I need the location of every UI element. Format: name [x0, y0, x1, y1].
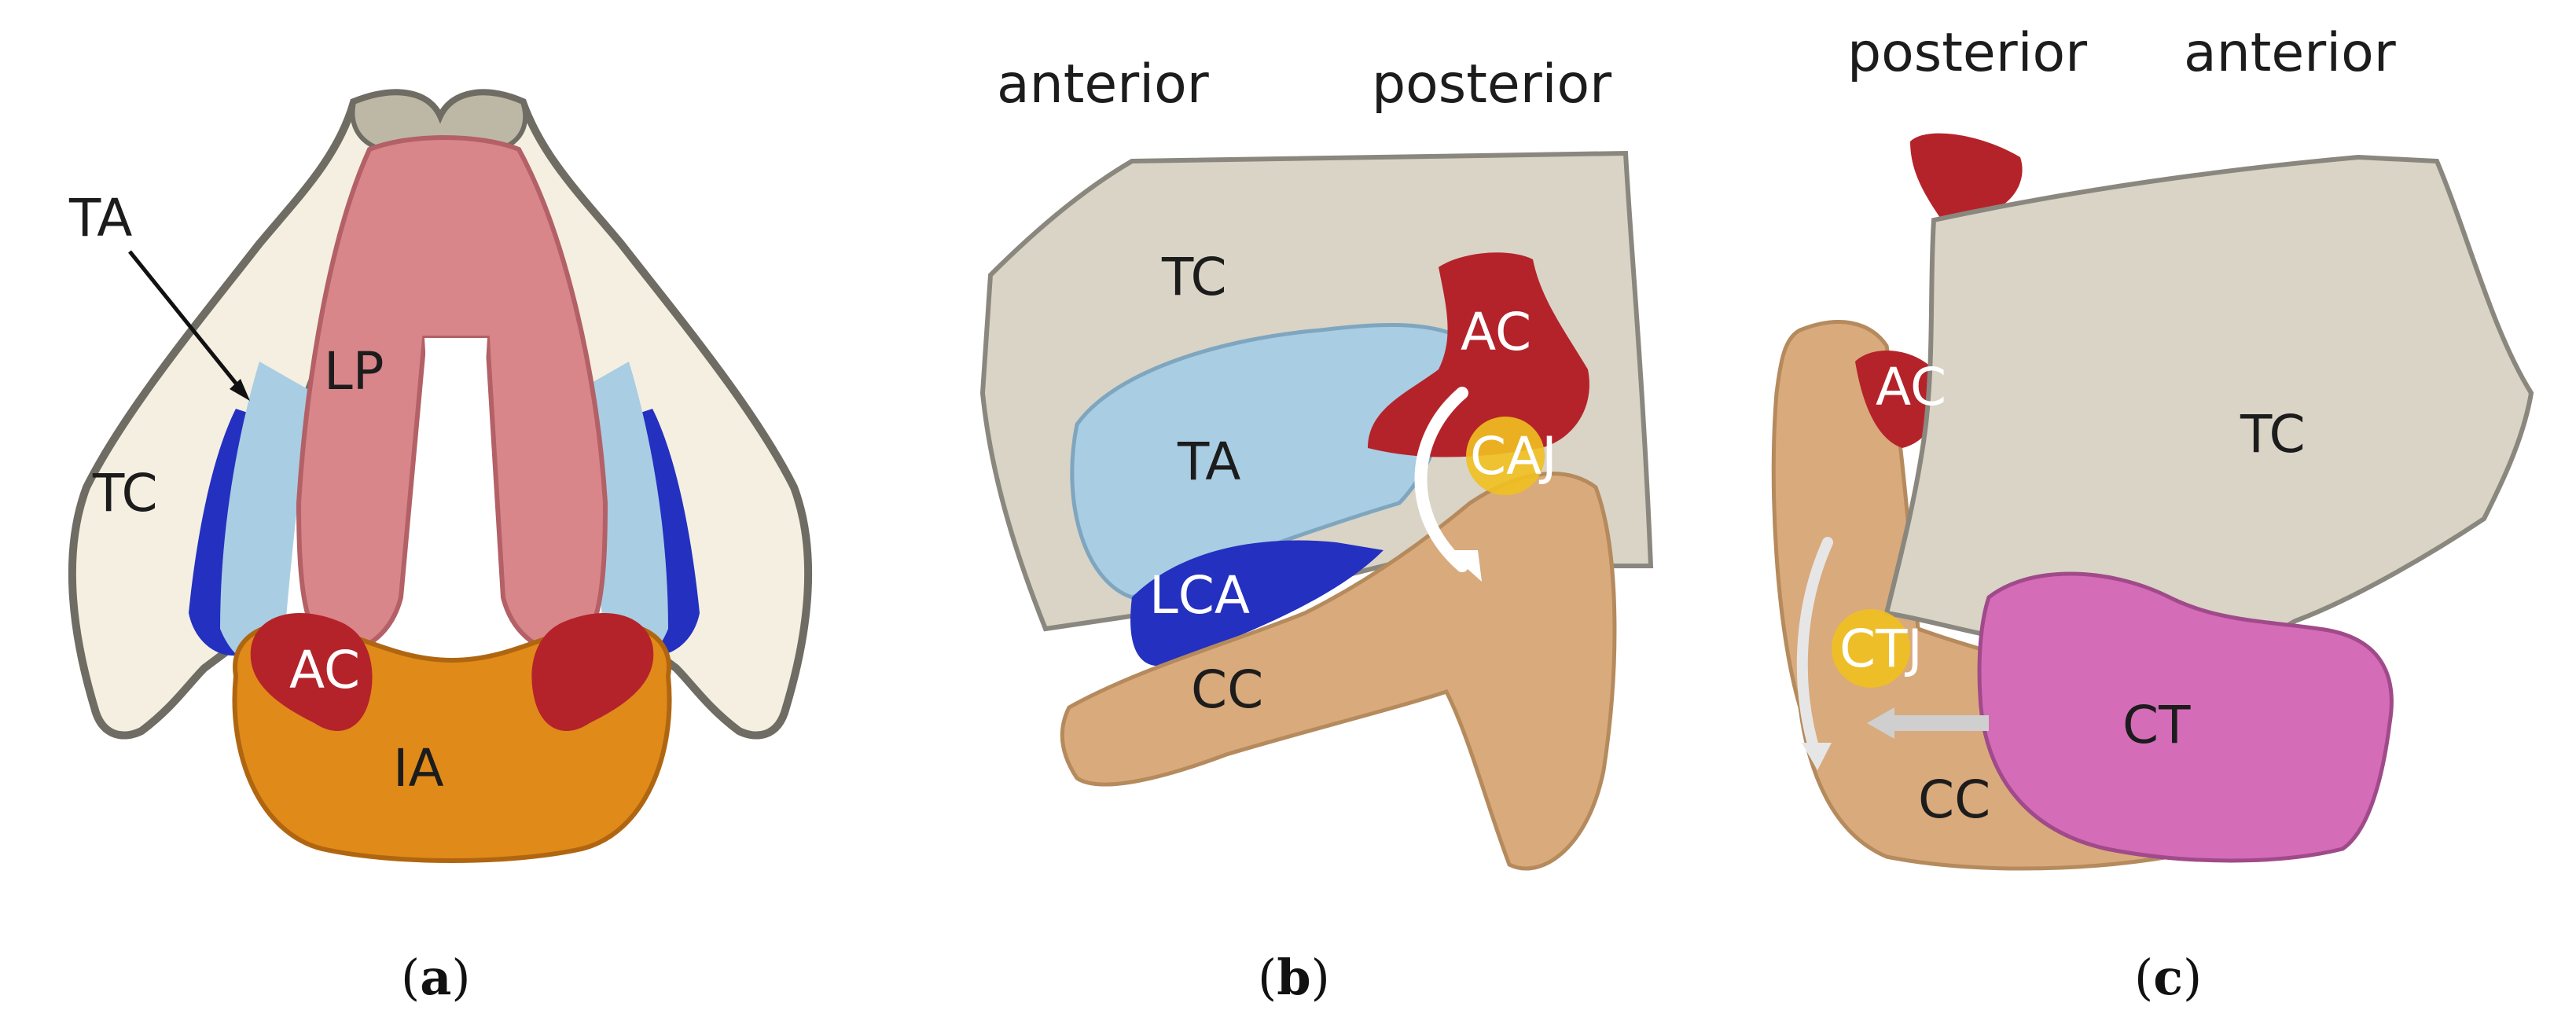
panel-b-label-tc: TC	[1161, 247, 1227, 307]
panel-b-arytenoid	[1368, 252, 1589, 457]
panel-c-ctj-joint	[1832, 609, 1910, 688]
panel-c-arytenoid-top	[1910, 133, 2023, 220]
panel-b-label-lca: LCA	[1149, 565, 1250, 626]
panel-c-caption: (c)	[2134, 949, 2202, 1006]
panel-a-glottis	[424, 338, 487, 597]
panel-a-ta-pointer-head	[230, 379, 250, 401]
panel-c-label-ctj: CTJ	[1839, 619, 1923, 679]
panel-a: TA TC LP AC IA	[68, 89, 813, 863]
panel-b-orientation-left: anterior	[997, 53, 1209, 116]
panel-a-label-ac: AC	[289, 640, 360, 700]
panel-a-label-ia: IA	[393, 738, 444, 799]
panel-c-label-ac: AC	[1876, 357, 1946, 417]
panel-c-thyroid-cartilage	[1883, 154, 2534, 672]
panel-b-caption: (b)	[1258, 949, 1330, 1006]
panel-a-label-tc: TC	[92, 463, 158, 523]
panel-b-rotation-arrow	[1414, 387, 1468, 572]
panel-c-orientation-right: anterior	[2184, 22, 2396, 84]
panel-c-label-ct: CT	[2122, 695, 2191, 755]
panel-a-label-ta: TA	[68, 188, 132, 248]
panel-b-label-ta: TA	[1177, 432, 1240, 492]
panel-c-cricothyroid	[1977, 571, 2394, 863]
panel-c-label-cc: CC	[1918, 769, 1990, 830]
panel-b-rotation-arrow-head	[1446, 550, 1482, 582]
panel-c-label-tc: TC	[2240, 404, 2306, 465]
panel-c-orientation-left: posterior	[1847, 22, 2087, 84]
panel-b-lca	[1130, 540, 1384, 667]
panel-c: posterior anterior AC TC CTJ CT CC	[1771, 22, 2534, 871]
panel-b-label-cc: CC	[1191, 659, 1263, 720]
panel-a-caption: (a)	[401, 949, 471, 1006]
panel-a-label-lp: LP	[324, 341, 384, 402]
panel-b-caj-joint	[1466, 417, 1545, 495]
panel-b-label-ac: AC	[1461, 302, 1531, 362]
panel-a-ta-left	[220, 362, 314, 666]
panel-b: anterior posterior TC AC TA CAJ LCA CC	[979, 53, 1654, 871]
panel-a-arytenoid-right	[531, 613, 654, 731]
panel-c-arytenoid-side	[1855, 351, 1937, 448]
panel-c-translation-arrow-head	[1867, 707, 1894, 739]
panel-b-orientation-right: posterior	[1372, 53, 1611, 116]
panel-a-lamina-propria	[296, 135, 608, 656]
panel-a-ta-pointer	[128, 250, 245, 395]
panel-c-rotation-arrow	[1796, 537, 1833, 760]
panel-c-rotation-arrow-head	[1802, 743, 1832, 770]
panel-b-label-caj: CAJ	[1470, 426, 1557, 487]
panel-a-arytenoid-left	[250, 613, 373, 731]
